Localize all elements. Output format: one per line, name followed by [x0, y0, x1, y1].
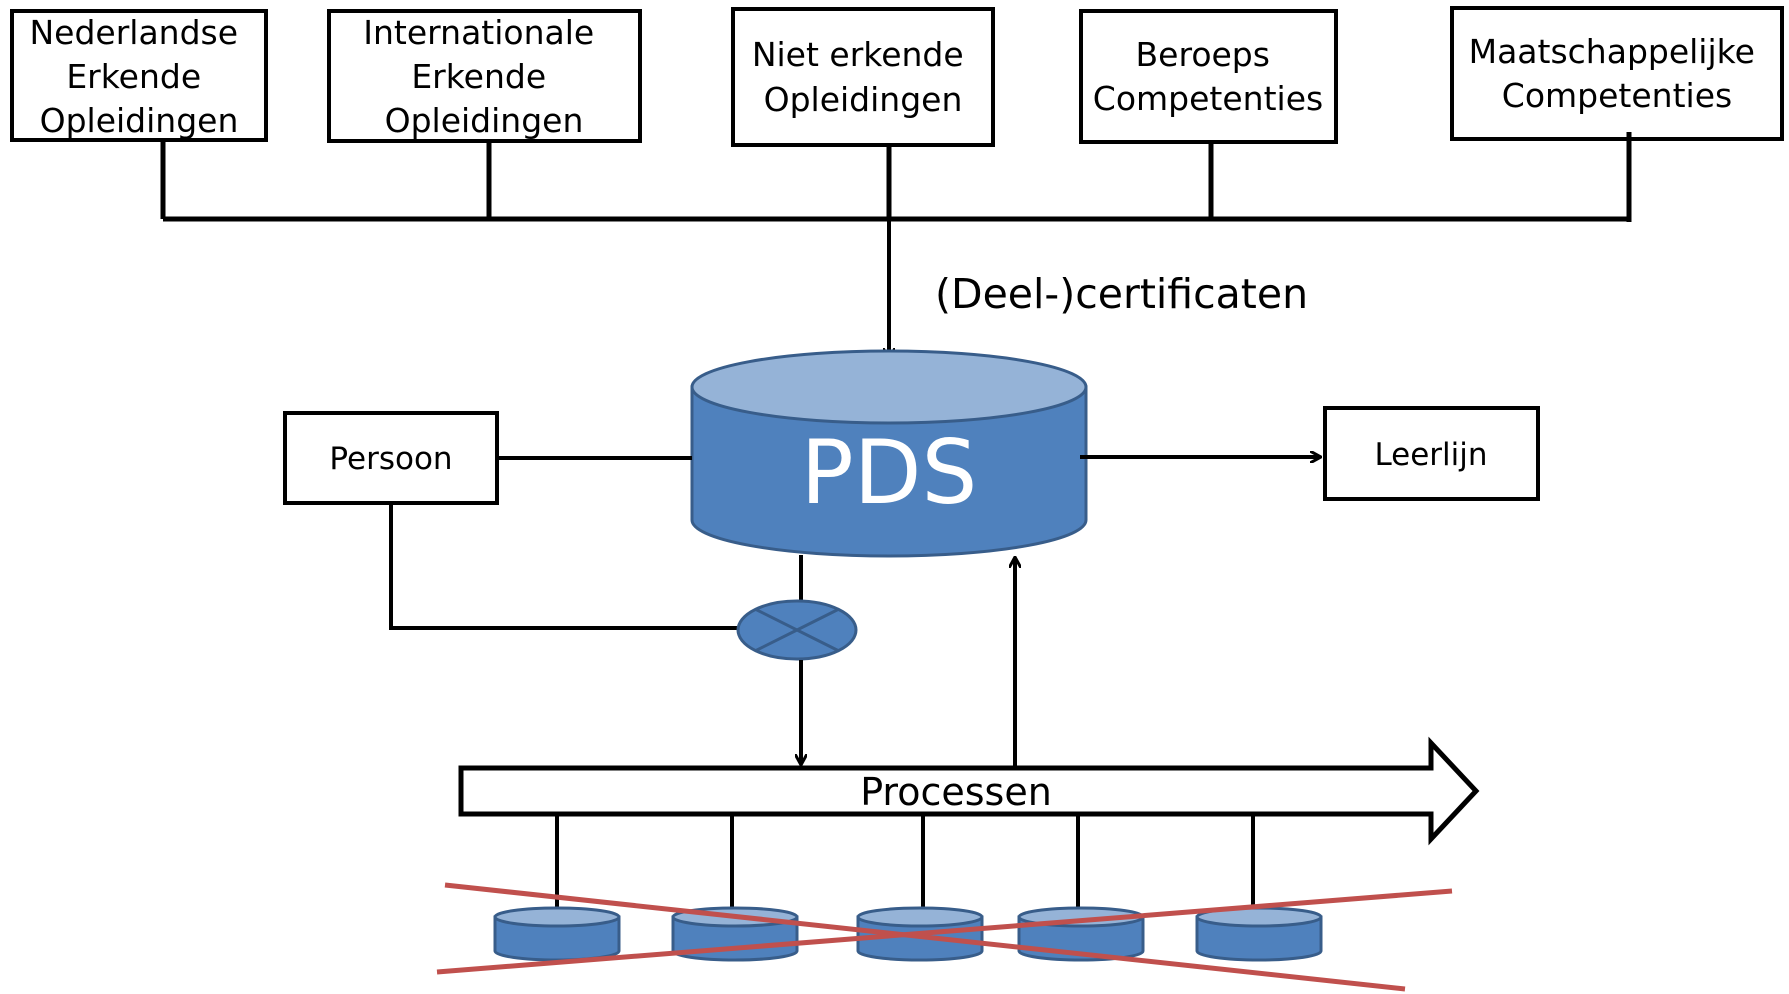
box-line: Internationale: [363, 13, 594, 52]
box-line: Opleidingen: [385, 101, 584, 140]
box-line: Competenties: [1502, 76, 1732, 115]
box-line: Maatschappelijke: [1469, 32, 1755, 71]
box-line: Opleidingen: [764, 80, 963, 119]
process-connectors: [555, 814, 1255, 914]
box-line: Nederlandse: [29, 13, 238, 52]
box-niet-erkende-opleidingen: Niet erkende Opleidingen: [731, 7, 995, 147]
pds-label: PDS: [801, 421, 978, 524]
box-line: Erkende: [411, 57, 546, 96]
box-maatschappelijke-competenties: Maatschappelijke Competenties: [1450, 6, 1784, 141]
box-line: Opleidingen: [40, 101, 239, 140]
box-internationale-erkende-opleidingen: Internationale Erkende Opleidingen: [327, 9, 642, 143]
processes-label: Processen: [860, 770, 1052, 814]
box-leerlijn: Leerlijn: [1323, 406, 1540, 501]
box-beroeps-competenties: Beroeps Competenties: [1079, 9, 1338, 144]
processes-arrow-shape: [458, 736, 1480, 846]
svg-text:Niet erkende Opleidingen: Niet erkende Opleidingen: [752, 35, 974, 119]
small-database-icon: [493, 906, 621, 962]
box-persoon: Persoon: [283, 411, 499, 505]
svg-text:Persoon: Persoon: [329, 441, 452, 477]
certificates-label: (Deel-)certificaten: [935, 270, 1308, 318]
svg-text:Beroeps Competenties: Beroeps Competenties: [1093, 35, 1323, 118]
svg-text:Leerlijn: Leerlijn: [1374, 437, 1487, 473]
svg-text:Internationale Erkende: Internationale Erkende Opleidingen: [363, 13, 604, 140]
merge-node-icon: [736, 599, 858, 661]
cross-out-mark: [436, 882, 1453, 992]
svg-text:Nederlandse Erkende: Nederlandse Erkende Opleidingen: [29, 13, 248, 140]
persoon-merge-link: [389, 503, 740, 630]
box-line: Competenties: [1093, 79, 1323, 118]
box-line: Erkende: [66, 57, 201, 96]
box-line: Niet erkende: [752, 35, 964, 74]
top-connector-bus: [160, 132, 1632, 222]
small-database-icon: [1195, 906, 1323, 962]
box-line: Beroeps: [1136, 35, 1270, 74]
svg-text:Maatschappelijke Compete: Maatschappelijke Competenties: [1469, 32, 1766, 115]
pds-database-icon: [690, 349, 1088, 558]
box-nederlandse-erkende-opleidingen: Nederlandse Erkende Opleidingen: [10, 9, 268, 142]
